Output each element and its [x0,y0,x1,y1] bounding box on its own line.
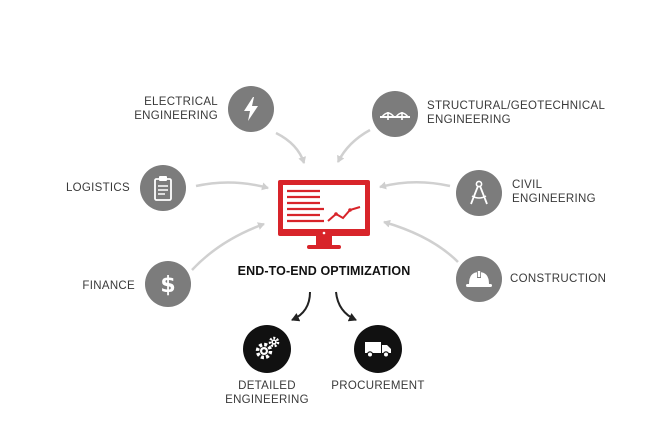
lightning-bolt-icon [244,97,258,121]
finance-label-line: FINANCE [82,280,135,292]
logistics-label-line: LOGISTICS [65,182,130,194]
bridge-icon [380,112,410,120]
compass-icon [470,180,488,205]
electrical-node[interactable] [228,86,274,132]
arrow-detailed [291,291,311,322]
procurement-label: PROCUREMENT [318,379,438,393]
central-title: END-TO-END OPTIMIZATION [237,264,411,278]
truck-icon [365,342,391,358]
construction-label: CONSTRUCTION [510,272,606,286]
detailed-engineering-label-line: ENGINEERING [225,394,309,406]
detailed-engineering-label-line: DETAILED [238,380,296,392]
finance-node[interactable]: $ [145,261,191,307]
hard-hat-icon [466,270,492,287]
detailed-engineering-label: DETAILED ENGINEERING [207,379,327,407]
civil-node[interactable] [456,170,502,216]
civil-label-line: CIVIL [512,179,543,191]
construction-label-line: CONSTRUCTION [510,273,607,285]
structural-label-line: STRUCTURAL/GEOTECHNICAL [427,100,606,112]
connector-electrical [275,131,307,164]
civil-label-line: ENGINEERING [512,193,596,205]
dollar-icon: $ [160,273,175,298]
structural-node[interactable] [372,91,418,137]
logistics-label: LOGISTICS [40,181,130,195]
connector-structural [336,128,371,163]
procurement-label-line: PROCUREMENT [331,380,425,392]
arrow-procurement [335,291,357,322]
svg-text:$: $ [160,273,175,298]
structural-label-line: ENGINEERING [427,114,511,126]
connector-civil [379,180,451,190]
electrical-label: ELECTRICAL ENGINEERING [130,95,218,123]
procurement-node[interactable] [354,325,402,373]
finance-label: FINANCE [40,279,135,293]
gears-icon [255,336,280,360]
monitor-chart-icon [278,180,370,249]
civil-label: CIVIL ENGINEERING [512,178,596,206]
clipboard-icon [154,176,172,201]
electrical-label-line: ELECTRICAL [144,96,218,108]
electrical-label-line: ENGINEERING [134,110,218,122]
connector-construction [383,219,459,263]
connector-finance [191,222,265,271]
construction-node[interactable] [456,256,502,302]
detailed-engineering-node[interactable] [243,325,291,373]
logistics-node[interactable] [140,165,186,211]
structural-label: STRUCTURAL/GEOTECHNICAL ENGINEERING [427,99,605,127]
connector-logistics [195,181,269,191]
